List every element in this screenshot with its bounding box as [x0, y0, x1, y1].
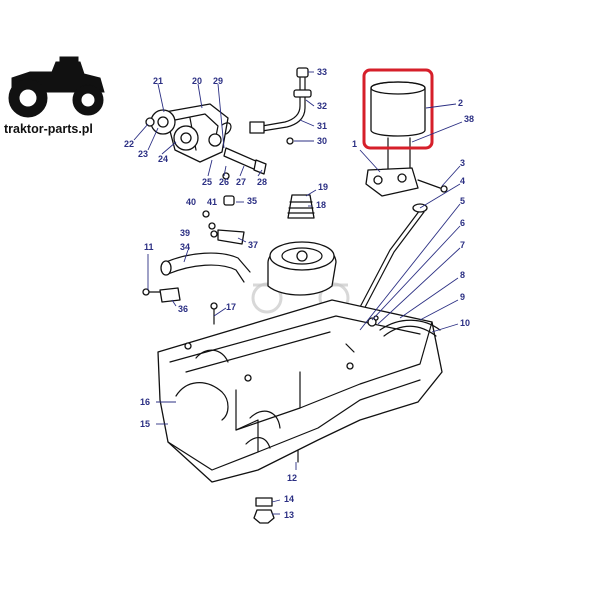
callout-37: 37 — [248, 240, 258, 250]
callout-7: 7 — [460, 240, 465, 250]
callout-6: 6 — [460, 218, 465, 228]
callout-21: 21 — [153, 76, 163, 86]
callout-27: 27 — [236, 177, 246, 187]
callout-20: 20 — [192, 76, 202, 86]
brand-logo: traktor-parts.pl — [4, 56, 105, 136]
callout-2: 2 — [458, 98, 463, 108]
callout-8: 8 — [460, 270, 465, 280]
oil-pipe-assembly — [249, 67, 312, 145]
callout-numbers: 1 2 3 4 5 6 7 8 9 10 11 12 13 14 15 16 1… — [124, 67, 474, 520]
callout-31: 31 — [317, 121, 327, 131]
callout-25: 25 — [202, 177, 212, 187]
callout-29: 29 — [213, 76, 223, 86]
callout-19: 19 — [318, 182, 328, 192]
callout-9: 9 — [460, 292, 465, 302]
callout-5: 5 — [460, 196, 465, 206]
oil-sump — [157, 299, 443, 483]
oil-pump-assembly — [145, 103, 267, 180]
callout-23: 23 — [138, 149, 148, 159]
callout-28: 28 — [257, 177, 267, 187]
callout-24: 24 — [158, 154, 168, 164]
tractor-icon — [8, 56, 105, 118]
callout-41: 41 — [207, 197, 217, 207]
callout-30: 30 — [317, 136, 327, 146]
callout-1: 1 — [352, 139, 357, 149]
leader-lines — [133, 71, 463, 515]
callout-33: 33 — [317, 67, 327, 77]
callout-12: 12 — [287, 473, 297, 483]
callout-35: 35 — [247, 196, 257, 206]
callout-15: 15 — [140, 419, 150, 429]
callout-13: 13 — [284, 510, 294, 520]
callout-40: 40 — [186, 197, 196, 207]
callout-32: 32 — [317, 101, 327, 111]
callout-38: 38 — [464, 114, 474, 124]
callout-10: 10 — [460, 318, 470, 328]
callout-3: 3 — [460, 158, 465, 168]
callout-22: 22 — [124, 139, 134, 149]
callout-11: 11 — [144, 242, 154, 252]
oil-strainer — [267, 194, 337, 296]
callout-16: 16 — [140, 397, 150, 407]
callout-36: 36 — [178, 304, 188, 314]
oil-filter — [365, 81, 448, 197]
callout-17: 17 — [226, 302, 236, 312]
highlight-box — [362, 68, 434, 150]
breather-hose — [159, 195, 251, 303]
callout-34: 34 — [180, 242, 190, 252]
brand-name: traktor-parts.pl — [4, 122, 93, 136]
callout-18: 18 — [316, 200, 326, 210]
callout-4: 4 — [460, 176, 465, 186]
dipstick — [347, 203, 428, 333]
callout-26: 26 — [219, 177, 229, 187]
callout-14: 14 — [284, 494, 294, 504]
callout-39: 39 — [180, 228, 190, 238]
